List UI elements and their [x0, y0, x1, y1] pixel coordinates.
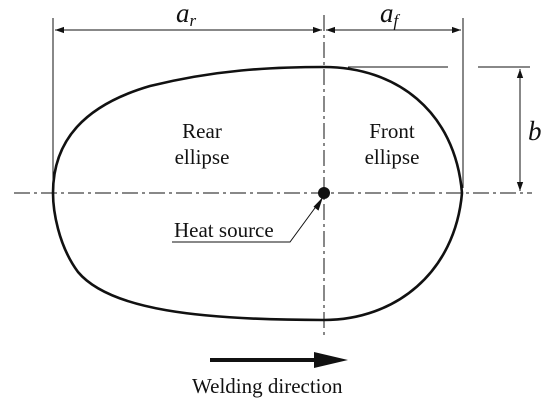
label-a-front: af: [380, 0, 401, 30]
heat-source-leader: [172, 196, 324, 243]
label-rear-ellipse-line2: ellipse: [175, 145, 230, 169]
welding-direction-arrowhead: [314, 352, 348, 368]
label-front-ellipse-line1: Front: [369, 119, 415, 143]
label-b: b: [528, 116, 542, 146]
label-a-rear: ar: [176, 0, 197, 30]
label-front-ellipse-line2: ellipse: [365, 145, 420, 169]
label-rear-ellipse-line1: Rear: [182, 119, 222, 143]
heat-source-point: [318, 187, 330, 199]
label-welding-direction: Welding direction: [192, 374, 343, 398]
double-ellipse-outline: [51, 65, 464, 322]
label-heat-source: Heat source: [174, 218, 274, 242]
heat-source-leader-arrowhead: [313, 197, 323, 211]
